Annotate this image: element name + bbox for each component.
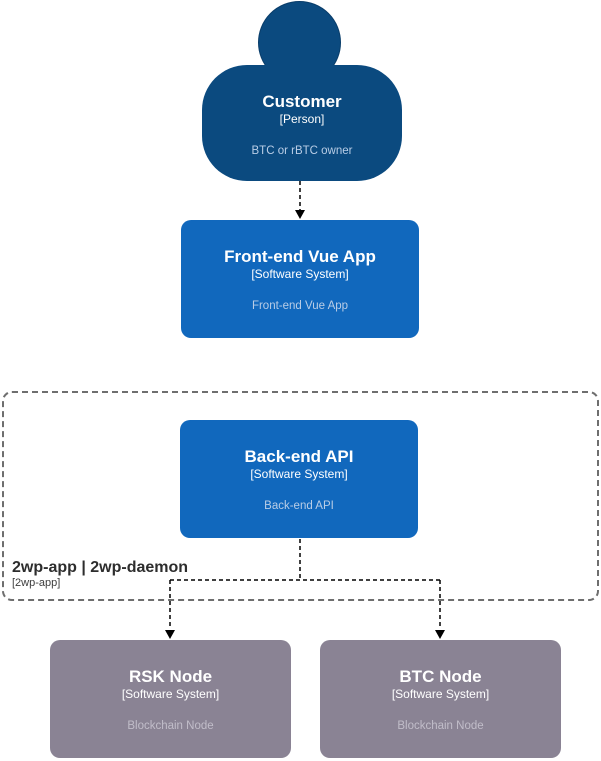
frontend-title: Front-end Vue App [224,247,376,266]
btc-description: Blockchain Node [397,720,484,732]
btc-node: BTC Node [Software System] Blockchain No… [320,640,561,758]
rsk-meta: [Software System] [121,687,220,701]
frontend-meta: [Software System] [251,267,349,281]
arrowhead-rsk-icon [165,630,175,639]
customer-title: Customer [262,92,342,111]
rsk-title: RSK Node [128,667,213,686]
backend-meta: [Software System] [250,467,348,481]
arrowhead-btc-icon [435,630,445,639]
backend-description: Back-end API [264,500,334,512]
customer-meta: [Person] [279,112,325,126]
backend-title: Back-end API [244,447,354,466]
btc-title: BTC Node [399,667,482,686]
customer-description: BTC or rBTC owner [251,145,353,157]
boundary-name: 2wp-app | 2wp-daemon [12,559,189,576]
arrowhead-frontend-icon [295,210,305,219]
boundary-meta: [2wp-app] [12,577,61,589]
customer-node: Customer [Person] BTC or rBTC owner [202,65,402,181]
btc-meta: [Software System] [391,687,490,701]
frontend-description: Front-end Vue App [251,300,349,312]
rsk-description: Blockchain Node [127,720,214,732]
backend-node: Back-end API [Software System] Back-end … [180,420,418,538]
rsk-node: RSK Node [Software System] Blockchain No… [50,640,291,758]
boundary-label: 2wp-app | 2wp-daemon [2wp-app] [12,558,188,590]
frontend-node: Front-end Vue App [Software System] Fron… [181,220,419,338]
